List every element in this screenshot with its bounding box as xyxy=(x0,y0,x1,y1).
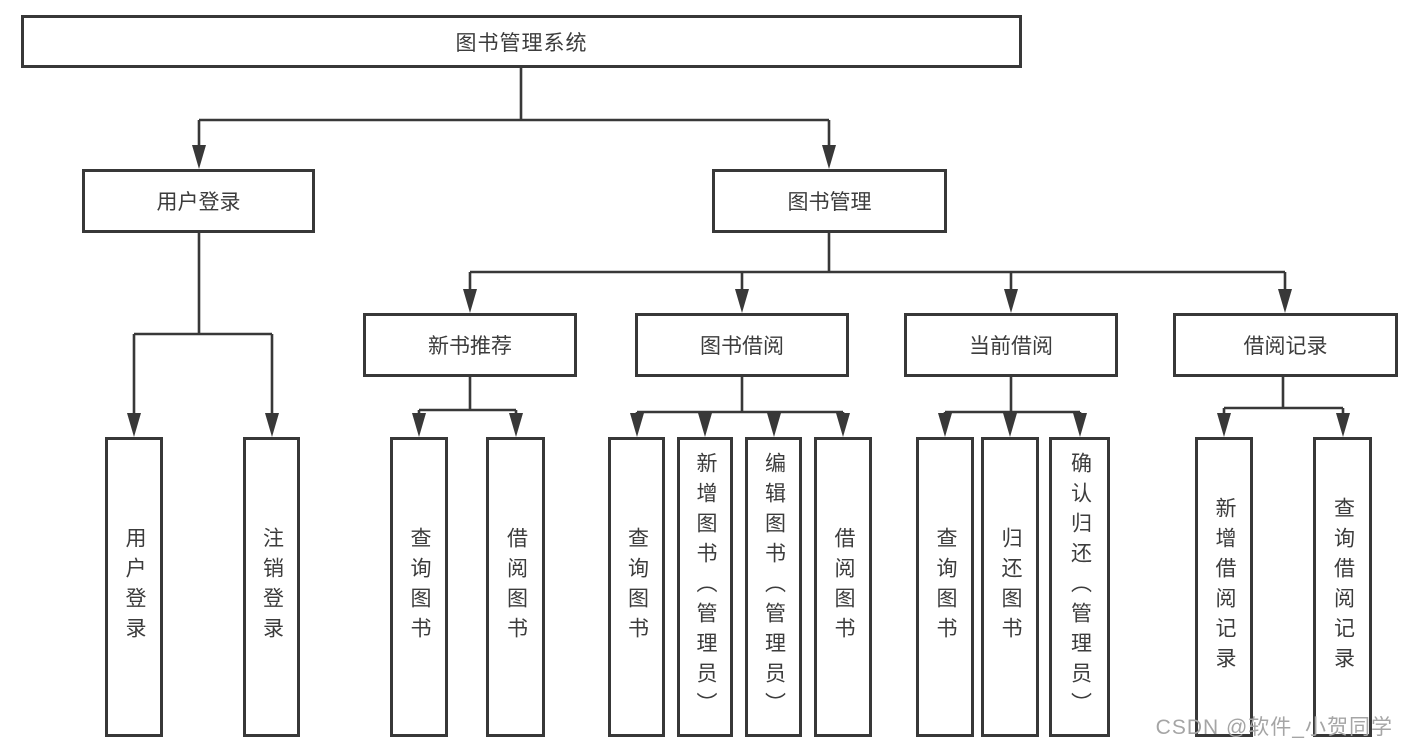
leaf-add-books-admin: 新增图书（管理员） xyxy=(677,437,733,737)
node-current-borrow: 当前借阅 xyxy=(904,313,1118,377)
leaf-borrow-books-recommend: 借阅图书 xyxy=(486,437,545,737)
leaf-query-books-recommend: 查询图书 xyxy=(390,437,448,737)
node-user-login: 用户登录 xyxy=(82,169,315,233)
node-book-borrow: 图书借阅 xyxy=(635,313,849,377)
node-new-book-recommend: 新书推荐 xyxy=(363,313,577,377)
node-library-management-system: 图书管理系统 xyxy=(21,15,1022,68)
csdn-watermark: CSDN @软件_小贺同学 xyxy=(1155,716,1393,739)
leaf-query-books-borrow: 查询图书 xyxy=(608,437,665,737)
leaf-query-borrow-record: 查询借阅记录 xyxy=(1313,437,1372,737)
leaf-confirm-return-admin: 确认归还（管理员） xyxy=(1049,437,1110,737)
leaf-user-login: 用户登录 xyxy=(105,437,163,737)
arrowhead-icons xyxy=(127,145,1350,437)
leaf-borrow-books: 借阅图书 xyxy=(814,437,872,737)
leaf-edit-books-admin: 编辑图书（管理员） xyxy=(745,437,802,737)
leaf-query-books-current: 查询图书 xyxy=(916,437,974,737)
leaf-return-books: 归还图书 xyxy=(981,437,1039,737)
node-borrow-records: 借阅记录 xyxy=(1173,313,1398,377)
node-book-management: 图书管理 xyxy=(712,169,947,233)
leaf-logout: 注销登录 xyxy=(243,437,300,737)
leaf-add-borrow-record: 新增借阅记录 xyxy=(1195,437,1253,737)
